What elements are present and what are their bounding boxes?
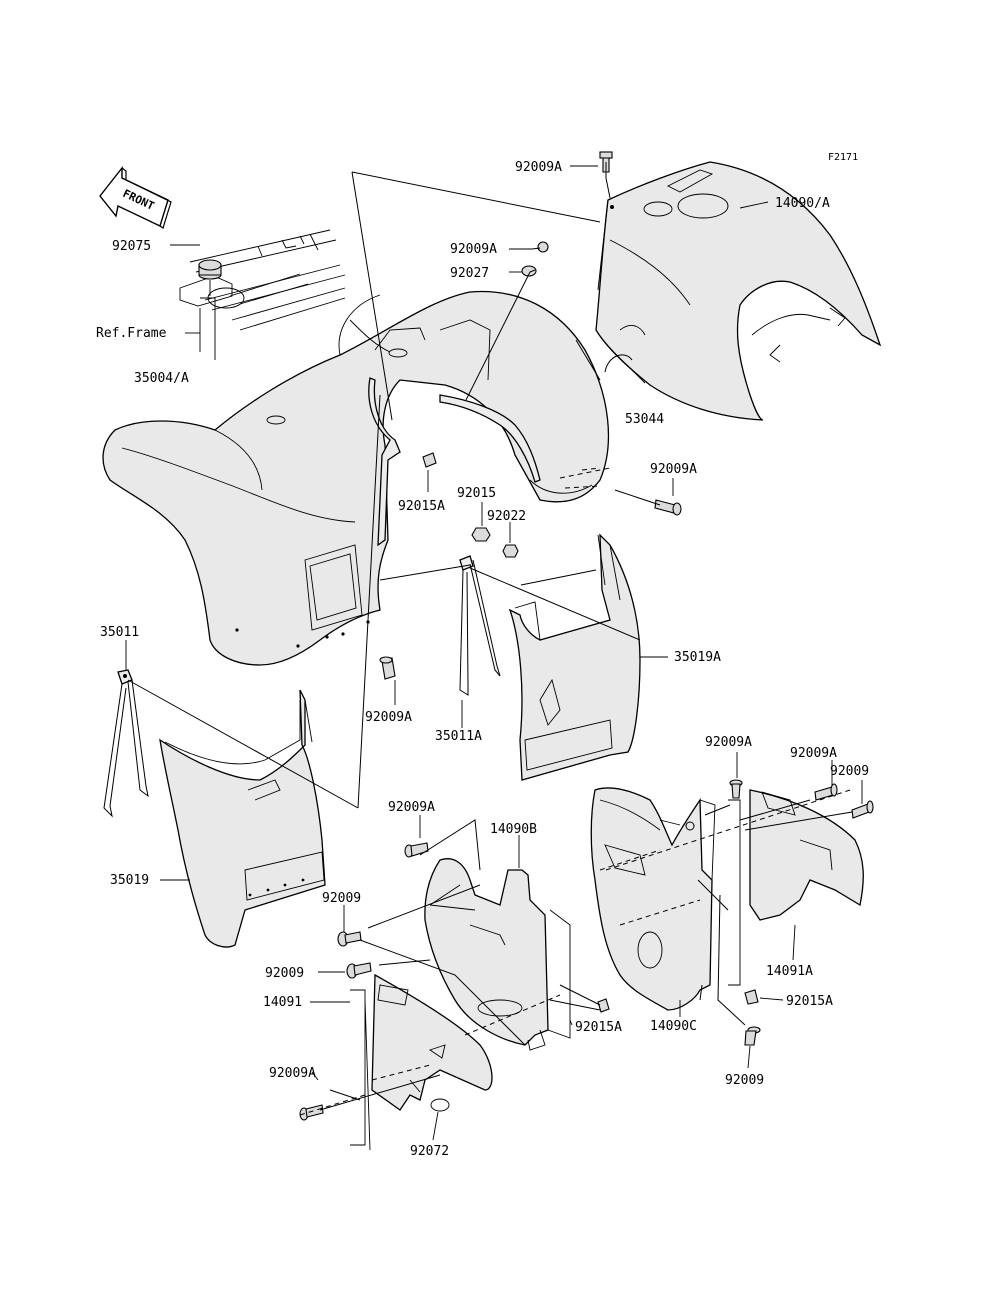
- panel-14091A-frame: [728, 799, 741, 986]
- label-92022: 92022: [487, 509, 526, 524]
- leader-lines: [125, 165, 863, 1141]
- label-92009A-rr2: 92009A: [790, 746, 837, 761]
- mud-flap-35019: [159, 689, 326, 948]
- label-92009A-bottom-left: 92009A: [269, 1066, 316, 1081]
- figure-id: F2171: [828, 152, 858, 163]
- grommet-92075: [198, 259, 222, 296]
- label-35004A: 35004/A: [134, 371, 189, 386]
- clip-92015A-right: [744, 989, 759, 1005]
- label-92015: 92015: [457, 486, 496, 501]
- screw-92009-c1: [337, 931, 362, 947]
- clip-92015A-left: [422, 452, 437, 468]
- label-14090B: 14090B: [490, 822, 537, 837]
- label-92009A-top: 92009A: [515, 160, 562, 175]
- label-92009-rr: 92009: [830, 764, 869, 779]
- label-92009A-upper: 92009A: [450, 242, 497, 257]
- label-35019A: 35019A: [674, 650, 721, 665]
- label-92009A-rr1: 92009A: [705, 735, 752, 750]
- label-14090A: 14090/A: [775, 196, 830, 211]
- label-ref-frame: Ref.Frame: [96, 326, 167, 341]
- bolt-92009-bottom-right: [744, 1026, 761, 1046]
- panel-14091A: [749, 789, 864, 921]
- bolt-92009A-bottom-left: [299, 1104, 324, 1121]
- washer-92027: [521, 265, 537, 277]
- reference-lines: [127, 162, 853, 1116]
- label-92015A-right: 92015A: [786, 994, 833, 1009]
- stay-35011A: [459, 555, 501, 696]
- mud-flap-35019A: [508, 533, 641, 781]
- nut-92022: [502, 544, 519, 558]
- label-92015A-left: 92015A: [398, 499, 445, 514]
- bolt-92009A-right: [654, 499, 682, 516]
- label-53044: 53044: [625, 412, 664, 427]
- label-35011: 35011: [100, 625, 139, 640]
- side-cover-14090A: [595, 161, 882, 421]
- screw-92009-c2: [346, 962, 372, 979]
- frame-reference: [179, 229, 346, 360]
- bolt-92009A-upper: [531, 241, 549, 253]
- label-92015A-center: 92015A: [575, 1020, 622, 1035]
- front-arrow-icon: FRONT: [99, 165, 172, 229]
- bolt-92009A-rr1: [729, 779, 743, 799]
- front-fender-35004A: [102, 290, 609, 666]
- fender-bracket: [368, 377, 541, 547]
- bolt-92009A-middle: [379, 656, 396, 680]
- label-92009A-center: 92009A: [388, 800, 435, 815]
- stay-35011: [103, 669, 149, 818]
- part-labels: 92009A 14090/A 92075 92009A 92027 Ref.Fr…: [96, 160, 869, 1159]
- label-92009A-middle: 92009A: [365, 710, 412, 725]
- label-92027: 92027: [450, 266, 489, 281]
- inner-cover-14090B: [424, 858, 571, 1051]
- label-35019: 35019: [110, 873, 149, 888]
- bolt-92009-rr: [851, 800, 874, 819]
- label-92009-c1: 92009: [322, 891, 361, 906]
- nut-92015: [471, 527, 491, 542]
- panel-14091-frame: [350, 989, 371, 1151]
- label-92009-c2: 92009: [265, 966, 304, 981]
- label-92072: 92072: [410, 1144, 449, 1159]
- bolt-92009A-center: [404, 842, 429, 858]
- clip-92072: [430, 1098, 450, 1112]
- label-92009A-right: 92009A: [650, 462, 697, 477]
- side-cover-14090C: [590, 787, 716, 1011]
- label-92075: 92075: [112, 239, 151, 254]
- label-14091: 14091: [263, 995, 302, 1010]
- label-14091A: 14091A: [766, 964, 813, 979]
- label-14090C: 14090C: [650, 1019, 697, 1034]
- bolt-92009A-rr2: [814, 783, 838, 801]
- label-92009-bottom-right: 92009: [725, 1073, 764, 1088]
- label-35011A: 35011A: [435, 729, 482, 744]
- clip-53044: [604, 354, 633, 373]
- clip-92015A-center: [597, 998, 610, 1013]
